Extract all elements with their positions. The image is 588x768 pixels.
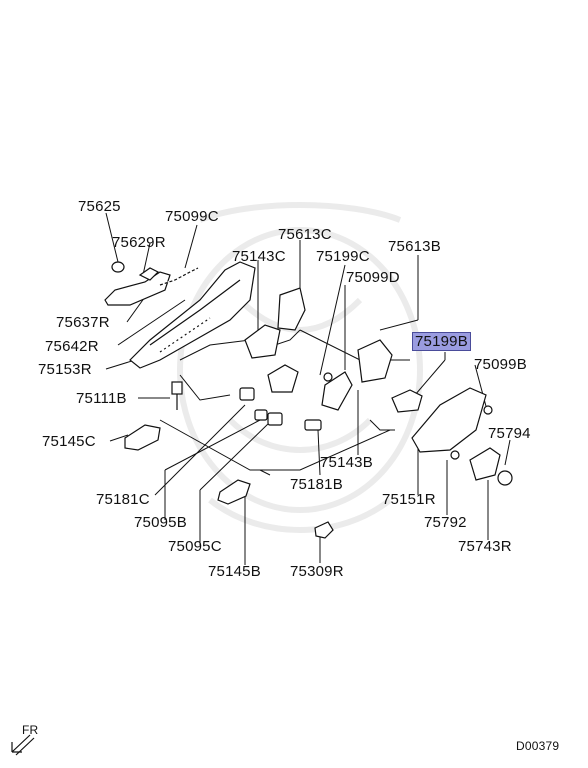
- part-75613C-bracket: [277, 287, 306, 331]
- part-75099D-screw: [323, 372, 333, 382]
- label-75613C: 75613C: [278, 226, 332, 243]
- part-75099B-screw: [483, 405, 493, 415]
- label-75151R: 75151R: [382, 491, 436, 508]
- label-75625: 75625: [78, 198, 121, 215]
- part-75111B-bolt: [171, 381, 183, 395]
- label-75099B: 75099B: [474, 356, 527, 373]
- label-75095C: 75095C: [168, 538, 222, 555]
- label-75095B: 75095B: [134, 514, 187, 531]
- part-75625-cap: [111, 261, 125, 273]
- label-75143B: 75143B: [320, 454, 373, 471]
- label-75145C: 75145C: [42, 433, 96, 450]
- label-75099C: 75099C: [165, 208, 219, 225]
- label-75792: 75792: [424, 514, 467, 531]
- direction-label: FR: [22, 723, 39, 737]
- part-75095B-clip: [254, 409, 268, 421]
- part-75629R-knob: [138, 267, 160, 281]
- label-75181B: 75181B: [290, 476, 343, 493]
- label-75309R: 75309R: [290, 563, 344, 580]
- part-75143B-plate: [321, 371, 353, 411]
- front-direction-arrow-icon: [11, 734, 35, 756]
- part-75151R-shield: [411, 387, 487, 453]
- part-75613B-bracket: [357, 339, 393, 383]
- label-75143C: 75143C: [232, 248, 286, 265]
- label-75642R: 75642R: [45, 338, 99, 355]
- label-75145B: 75145B: [208, 563, 261, 580]
- part-75199C-lever: [267, 364, 299, 393]
- part-75145C-cover: [124, 424, 161, 451]
- label-75153R: 75153R: [38, 361, 92, 378]
- label-75199B-highlighted[interactable]: 75199B: [412, 332, 471, 351]
- part-75743R-buckle: [469, 447, 501, 481]
- label-75794: 75794: [488, 425, 531, 442]
- diagram-id: D00379: [516, 739, 560, 753]
- label-75743R: 75743R: [458, 538, 512, 555]
- label-75199C: 75199C: [316, 248, 370, 265]
- label-75629R: 75629R: [112, 234, 166, 251]
- part-75145B-cover: [217, 479, 251, 505]
- part-75794-nut: [497, 470, 513, 486]
- part-75099C-spring: [159, 267, 199, 286]
- assembly-outline: [159, 329, 410, 476]
- watermark-emblem: [177, 202, 423, 533]
- label-75637R: 75637R: [56, 314, 110, 331]
- part-75637R-lever: [104, 271, 171, 306]
- part-75199B-lever: [391, 389, 423, 413]
- part-75181C-clip: [239, 387, 255, 401]
- parts: [104, 261, 513, 539]
- label-75111B: 75111B: [76, 390, 127, 407]
- part-75181B-clip: [304, 419, 322, 431]
- part-75792-washer: [450, 450, 460, 460]
- label-75181C: 75181C: [96, 491, 150, 508]
- part-75309R-clip: [314, 521, 334, 539]
- label-75099D: 75099D: [346, 269, 400, 286]
- part-75095C-clip: [267, 412, 283, 426]
- label-75613B: 75613B: [388, 238, 441, 255]
- part-75143C-plate: [244, 324, 281, 359]
